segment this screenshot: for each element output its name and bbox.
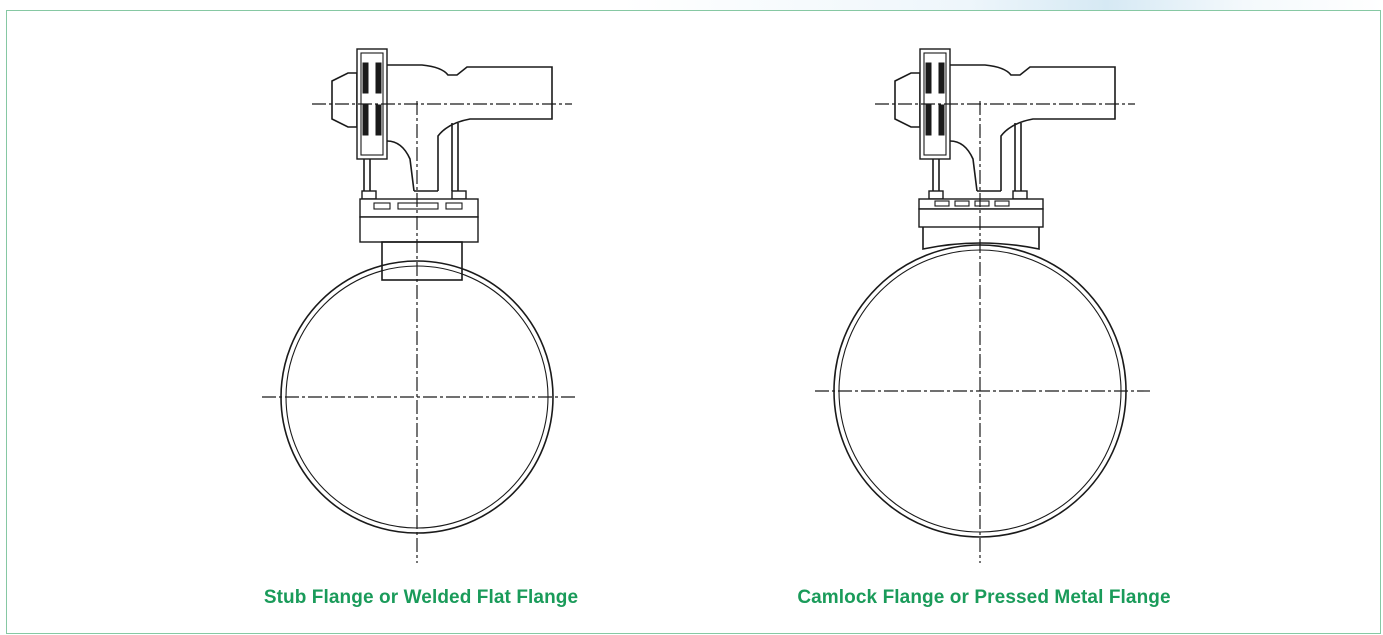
elbow-body	[387, 64, 553, 191]
actuator-cap	[894, 72, 921, 128]
camlock-flange-svg	[815, 48, 1150, 563]
elbow-body	[950, 64, 1116, 191]
stub-flange-drawing	[252, 41, 592, 571]
actuator-cap	[331, 72, 358, 128]
caption-stub-flange: Stub Flange or Welded Flat Flange	[263, 587, 579, 608]
base-flange	[359, 198, 479, 218]
stub-neck	[381, 241, 463, 281]
top-banner-strip	[0, 0, 1383, 10]
camlock-flange-drawing	[815, 41, 1155, 571]
stub-flange-svg	[262, 48, 577, 563]
diagram-panel: Stub Flange or Welded Flat Flange Camloc…	[6, 10, 1381, 634]
caption-camlock-flange: Camlock Flange or Pressed Metal Flange	[797, 587, 1171, 608]
